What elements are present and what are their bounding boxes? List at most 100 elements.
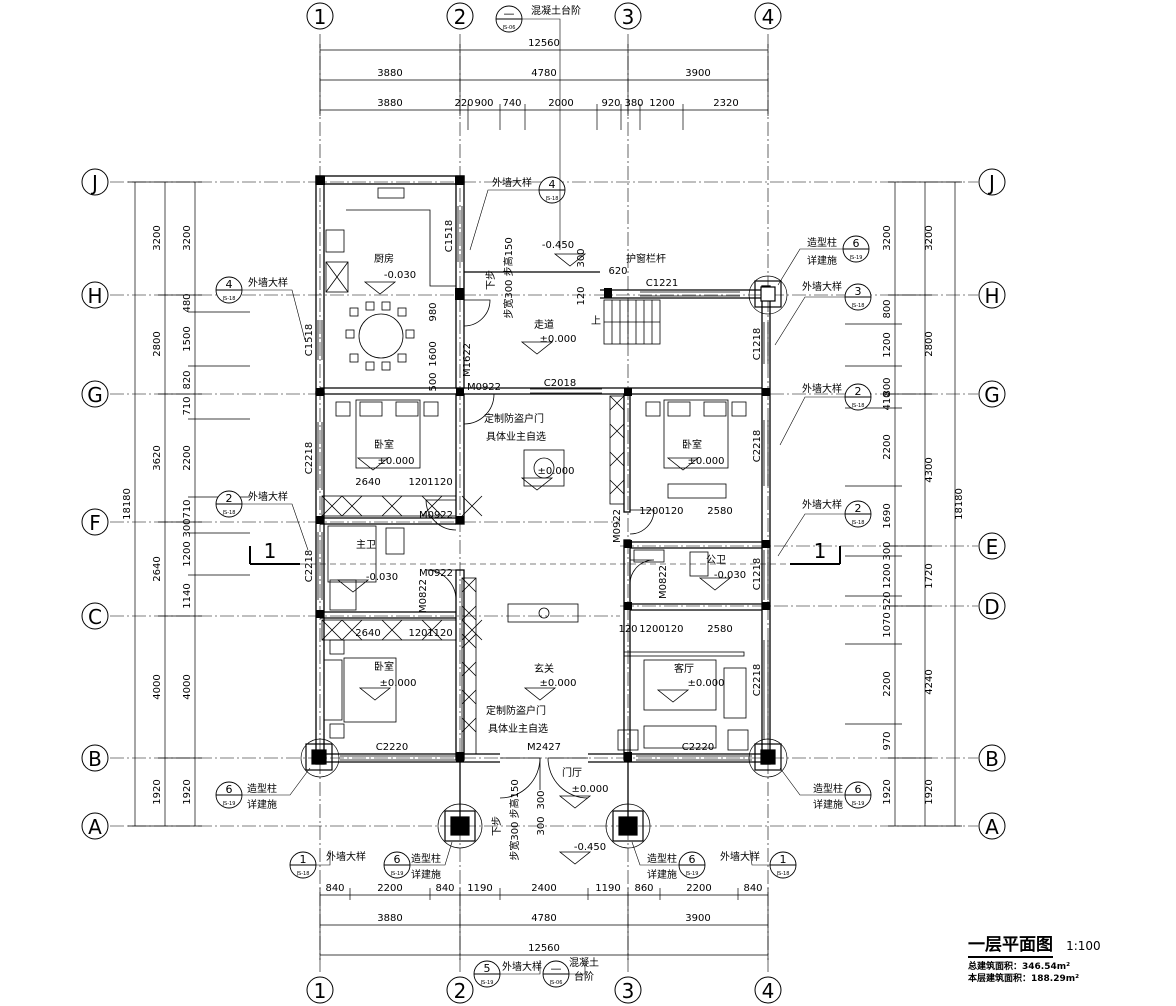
dim-left-outer-4: 2640 xyxy=(152,556,163,581)
left-dimension-lines xyxy=(128,181,250,827)
opening-m0922-c: M0922 xyxy=(419,568,453,579)
dim-right-inner-14: 1920 xyxy=(882,779,893,804)
note-ext-wall-h-left: 外墙大样 xyxy=(248,276,288,289)
callout-num-h-left: 4 xyxy=(226,278,233,291)
note-col-top-right-a: 造型柱 xyxy=(807,236,837,249)
dim-top-r3-1: 3880 xyxy=(377,98,402,109)
dim-120-d: 120 xyxy=(618,624,637,635)
grid-label-top-3: 3 xyxy=(622,5,635,29)
detail-callout-circles xyxy=(215,5,872,988)
dim-500: 500 xyxy=(428,372,439,391)
room-bedroom-2: 卧室 xyxy=(682,438,702,451)
dim-top-r3-2: 220 xyxy=(454,98,473,109)
dim-left-inner-1: 3200 xyxy=(182,225,193,250)
dim-right-inner-6: 2200 xyxy=(882,434,893,459)
dim-bottom-r1-7: 860 xyxy=(634,883,653,894)
opening-m0822-a: M0822 xyxy=(418,579,429,613)
dim-top-r3-8: 1200 xyxy=(649,98,674,109)
opening-c2218-a: C2218 xyxy=(304,442,315,474)
section-cut-markers xyxy=(249,546,841,565)
note-concrete-step-bottom-b: 台阶 xyxy=(574,970,594,983)
grid-bubbles-bottom xyxy=(306,976,782,1004)
note-col-bottom-right-b: 详建施 xyxy=(813,798,843,811)
dim-right-overall: 18180 xyxy=(954,488,965,520)
opening-c2218-d: C2218 xyxy=(752,664,763,696)
dim-top-r3-6: 920 xyxy=(601,98,620,109)
room-kitchen-elev: -0.030 xyxy=(384,270,416,281)
room-bedroom-1: 卧室 xyxy=(374,438,394,451)
dim-top-r2-2: 4780 xyxy=(531,68,556,79)
note-security-door-bottom-b: 具体业主自选 xyxy=(488,722,548,735)
note-ext-wall-bottom-center: 外墙大样 xyxy=(502,960,542,973)
windows xyxy=(317,206,769,761)
leader-lines xyxy=(242,18,845,975)
note-col-top-right-b: 详建施 xyxy=(807,254,837,267)
dim-right-inner-3: 1200 xyxy=(882,332,893,357)
room-public-bath-elev: -0.030 xyxy=(714,570,746,581)
note-ext-wall-f-left: 外墙大样 xyxy=(248,490,288,503)
note-col-bottom-c1-a: 造型柱 xyxy=(411,852,441,865)
dim-right-inner-11: 1070 xyxy=(882,612,893,637)
callout-ref-bottom-1a: JS-18 xyxy=(296,871,310,877)
dim-left-inner-5: 710 xyxy=(182,396,193,415)
grid-label-left-F: F xyxy=(89,511,101,535)
dim-1200-a: 1200 xyxy=(639,506,664,517)
callout-ref-col-br: JS-19 xyxy=(851,801,865,807)
step-down-top: 下步 xyxy=(485,270,497,290)
dim-120-300: 120 xyxy=(576,286,587,305)
dim-left-inner-4: 820 xyxy=(182,370,193,389)
opening-c1518-b: C1518 xyxy=(304,324,315,356)
callout-num-g-right: 2 xyxy=(855,385,862,398)
room-bedroom-3: 卧室 xyxy=(374,660,394,673)
note-col-bottom-right-a: 造型柱 xyxy=(813,782,843,795)
step-down-bottom: 下步 xyxy=(491,816,503,836)
note-col-bottom-c1-b: 详建施 xyxy=(411,868,441,881)
note-concrete-step-top: 混凝土台阶 xyxy=(531,4,581,17)
dim-bottom-r2-2: 4780 xyxy=(531,913,556,924)
callout-ref-bottom-1b: JS-18 xyxy=(776,871,790,877)
grid-bubbles-top xyxy=(306,2,782,30)
dim-right-inner-9: 1200 xyxy=(882,563,893,588)
floor-area: 本层建筑面积：188.29m² xyxy=(968,974,1080,984)
callout-num-bottom-6b: 6 xyxy=(689,853,696,866)
dim-2580-b: 2580 xyxy=(707,624,732,635)
dim-top-r3-9: 2320 xyxy=(713,98,738,109)
dim-left-inner-6: 2200 xyxy=(182,445,193,470)
note-ext-wall-h-right: 外墙大样 xyxy=(802,280,842,293)
dim-right-inner-2: 800 xyxy=(882,299,893,318)
dim-top-r3-5: 2000 xyxy=(548,98,573,109)
grid-label-top-4: 4 xyxy=(762,5,775,29)
callout-ref-col-tr: JS-19 xyxy=(849,255,863,261)
dim-top-r3-3: 900 xyxy=(474,98,493,109)
callout-num-bottom-step: — xyxy=(551,962,562,975)
top-dimension-lines xyxy=(319,44,769,130)
wardrobe-strips xyxy=(321,395,625,755)
grid-bubbles-right xyxy=(978,168,1006,840)
callout-ref-g-right: JS-18 xyxy=(851,403,865,409)
opening-c1221: C1221 xyxy=(646,278,678,289)
grid-label-right-H: H xyxy=(984,284,999,308)
dim-980: 980 xyxy=(428,302,439,321)
dim-bottom-r1-1: 840 xyxy=(325,883,344,894)
dim-right-inner-4: 800 xyxy=(882,377,893,396)
opening-c1518-a: C1518 xyxy=(444,220,455,252)
drawing-scale: 1:100 xyxy=(1066,939,1101,953)
opening-m0922-d: M0922 xyxy=(612,509,623,543)
room-master-bath: 主卫 xyxy=(356,539,376,551)
note-col-bottom-left-a: 造型柱 xyxy=(247,782,277,795)
opening-c1218-a: C1218 xyxy=(752,328,763,360)
room-dining-elev: ±0.000 xyxy=(537,466,574,477)
opening-c2220-a: C2220 xyxy=(376,742,408,753)
dim-left-inner-7: 710 xyxy=(182,499,193,518)
dim-left-inner-10: 1140 xyxy=(182,583,193,608)
grid-label-bottom-2: 2 xyxy=(454,979,467,1003)
dim-top-r2-1: 3880 xyxy=(377,68,402,79)
room-living: 客厅 xyxy=(674,662,694,675)
dim-300-a: 300 xyxy=(576,248,587,267)
note-col-bottom-c2-a: 造型柱 xyxy=(647,852,677,865)
grid-label-right-G: G xyxy=(984,383,1000,407)
opening-c2218-c: C2218 xyxy=(752,430,763,462)
step-info-top: 步宽300 步高150 xyxy=(502,237,515,318)
opening-c2220-b: C2220 xyxy=(682,742,714,753)
dim-bottom-r1-9: 840 xyxy=(743,883,762,894)
